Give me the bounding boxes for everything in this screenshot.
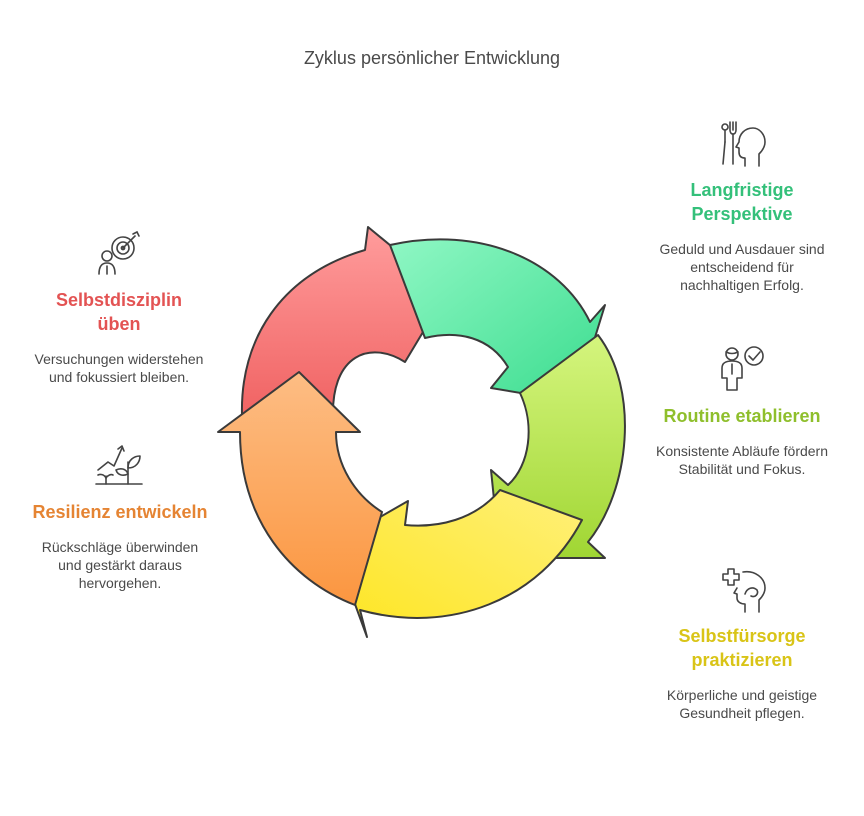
item-description: Geduld und Ausdauer sind entscheidend fü… [659,241,825,293]
item-langfristig: Langfristige Perspektive Geduld und Ausd… [650,118,834,294]
item-heading: Resilienz entwickeln [32,502,208,522]
cycle-segment-resilienz [217,371,383,606]
item-selbstdisziplin: Selbstdisziplin üben Versuchungen widers… [34,228,204,386]
item-routine: Routine etablieren Konsistente Abläufe f… [656,344,828,478]
growing-plant-icon [95,445,143,485]
item-heading: Langfristige Perspektive [690,180,794,224]
cycle-diagram [217,226,626,638]
item-description: Rückschläge überwinden und gestärkt dara… [41,539,199,591]
item-heading: Selbstfürsorge praktizieren [678,626,806,670]
head-plus-icon [722,568,766,613]
target-person-icon [98,230,140,275]
item-description: Konsistente Abläufe fördern Stabilität u… [656,443,829,477]
person-check-icon [721,346,764,391]
item-description: Körperliche und geistige Gesundheit pfle… [666,687,818,721]
item-description: Versuchungen widerstehen und fokussiert … [34,351,204,385]
cycle-segment-langfristig [389,238,606,403]
diagram-title: Zyklus persönlicher Entwicklung [303,48,561,68]
head-tools-icon [721,121,766,167]
item-selbstfuersorge: Selbstfürsorge praktizieren Körperliche … [650,564,834,722]
item-heading: Selbstdisziplin üben [55,290,183,334]
item-heading: Routine etablieren [663,406,821,426]
cycle-segment-selbstfuersorge [332,489,583,638]
item-resilienz: Resilienz entwickeln Rückschläge überwin… [30,440,210,592]
cycle-segment-selbstdisziplin [240,226,448,416]
